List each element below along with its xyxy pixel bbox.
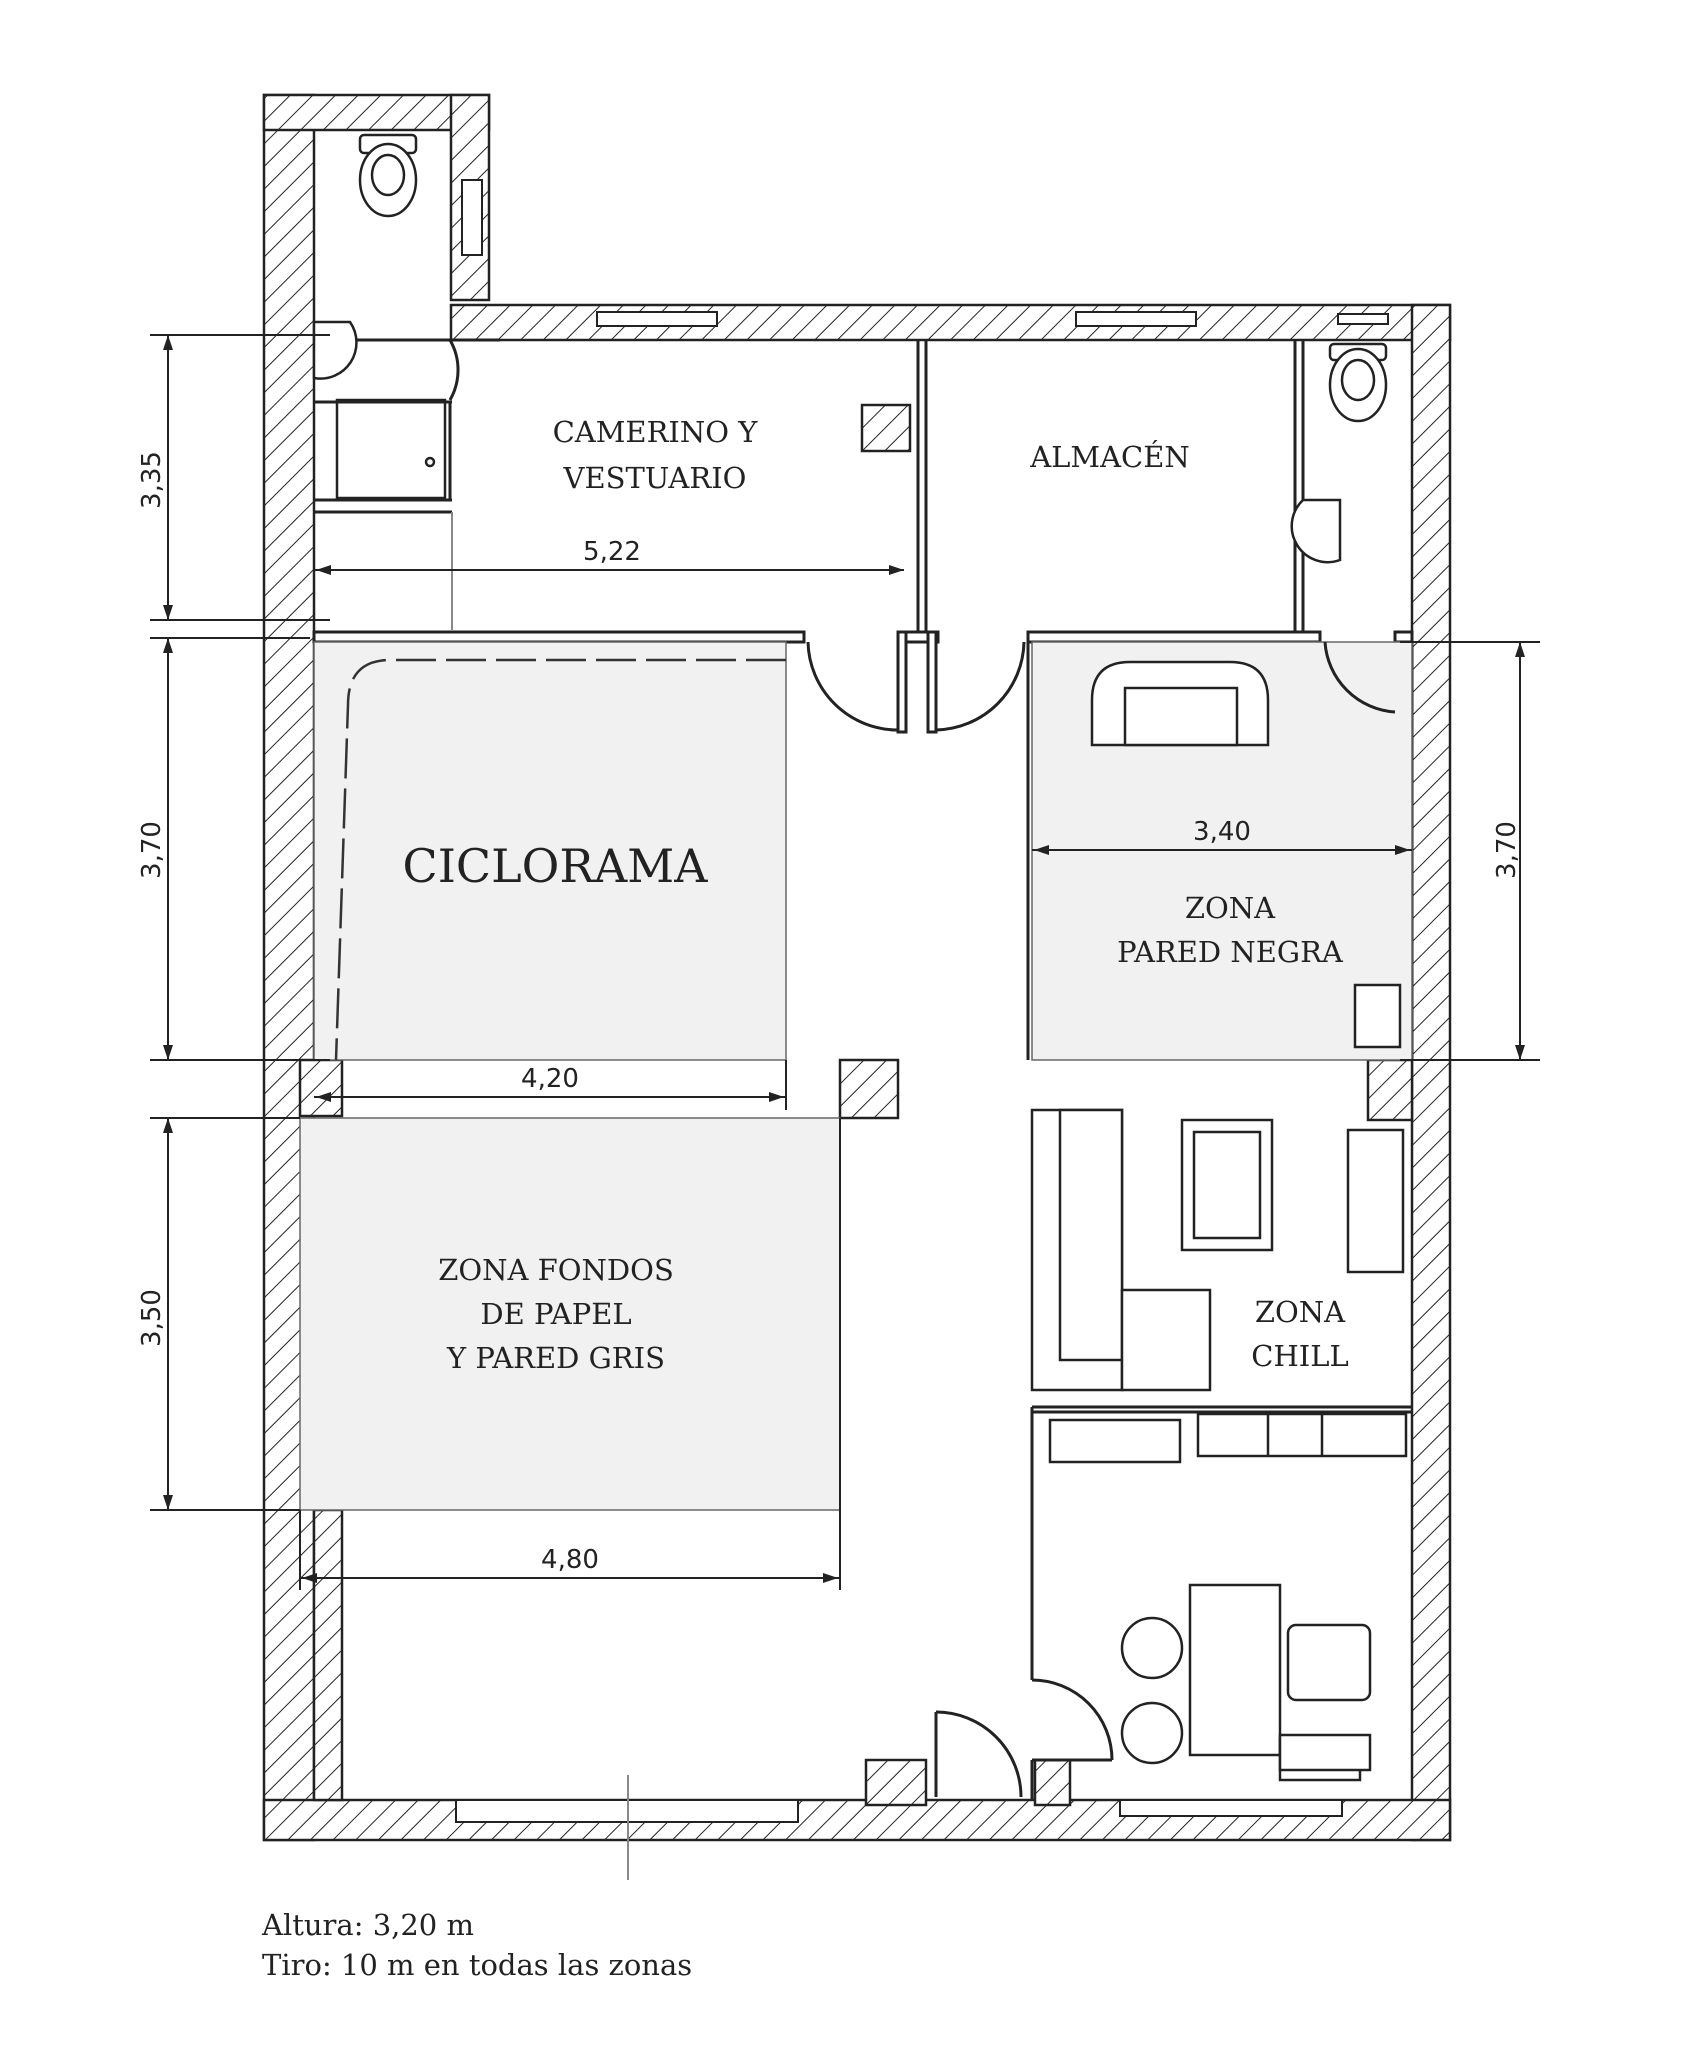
label-almacen: ALMACÉN [1029, 439, 1190, 474]
label-chill-line1: ZONA [1255, 1295, 1346, 1329]
dim-fondos-height: 3,50 [137, 1289, 167, 1347]
fixtures [312, 133, 1388, 564]
label-camerino-line1: CAMERINO Y [553, 415, 759, 449]
label-fondos-line2: DE PAPEL [480, 1297, 631, 1331]
dimension-lines [150, 334, 1540, 1590]
label-fondos-line1: ZONA FONDOS [438, 1253, 674, 1287]
label-pared-negra-line1: ZONA [1185, 891, 1276, 925]
furniture-office [1048, 1412, 1408, 1782]
label-fondos-line3: Y PARED GRIS [446, 1341, 665, 1375]
label-ciclorama: CICLORAMA [403, 839, 709, 893]
cyclorama-curve [334, 658, 786, 1061]
dim-camerino-width: 5,22 [583, 537, 641, 567]
sink-icon [312, 320, 358, 380]
dim-pared-negra-height: 3,70 [1492, 821, 1522, 879]
label-pared-negra-line2: PARED NEGRA [1117, 935, 1344, 969]
furniture-chill [1030, 1108, 1405, 1392]
label-chill-line2: CHILL [1251, 1339, 1348, 1373]
note-throw: Tiro: 10 m en todas las zonas [262, 1948, 693, 1982]
dim-ciclorama-width: 4,20 [521, 1064, 579, 1094]
furniture-pared-negra [1090, 660, 1402, 1049]
label-camerino-line2: VESTUARIO [563, 461, 747, 495]
dimension-arrows [163, 335, 1525, 1583]
dim-pared-negra-width: 3,40 [1193, 817, 1251, 847]
dim-fondos-width: 4,80 [541, 1545, 599, 1575]
dim-ciclorama-height: 3,70 [137, 821, 167, 879]
dim-camerino-height: 3,35 [137, 451, 167, 509]
windows [455, 179, 1389, 1823]
doors [448, 338, 1396, 1798]
note-height: Altura: 3,20 m [262, 1908, 474, 1942]
